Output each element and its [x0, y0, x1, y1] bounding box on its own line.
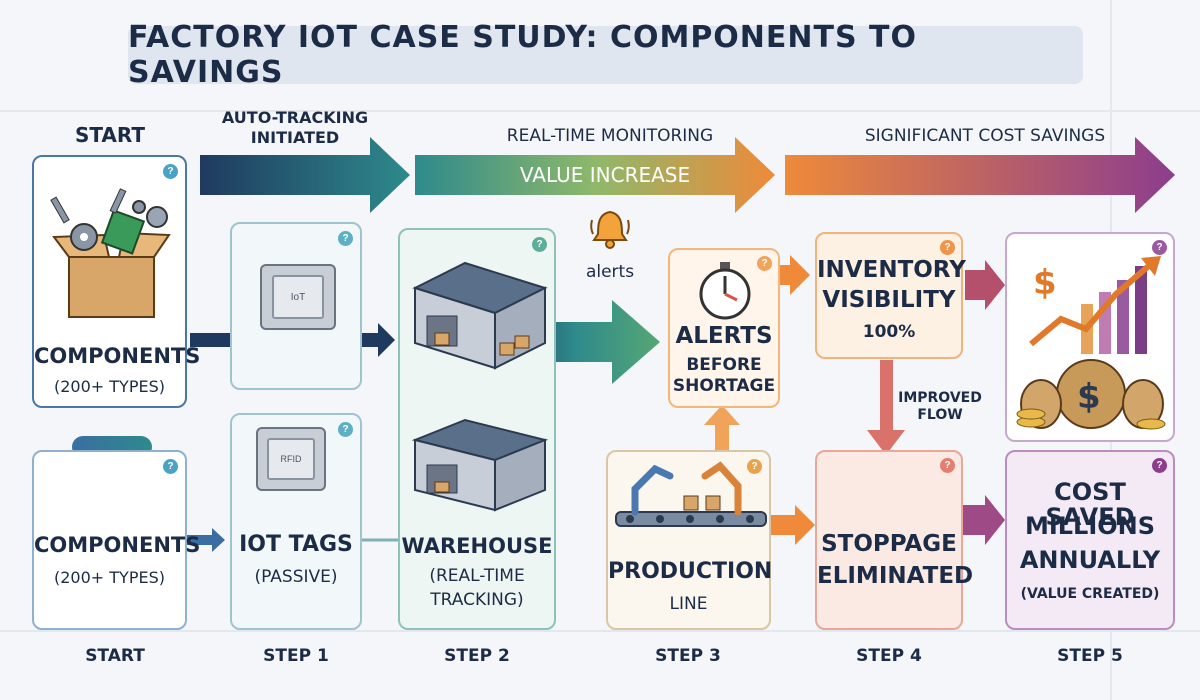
step-label-3: STEP 3 [655, 646, 721, 666]
warehouse-bottom-icon [411, 418, 549, 512]
iot-tags-card: ? RFID IOT TAGS (PASSIVE) [230, 413, 362, 630]
components-top-subtitle: (200+ TYPES) [54, 377, 165, 396]
stopwatch-icon [699, 262, 751, 320]
components-bottom-card: ? COMPONENTS (200+ TYPES) [32, 450, 201, 630]
arrow-production-alerts [704, 405, 740, 450]
components-top-card: ? COMPONENTS (200+ TYPES) [32, 155, 201, 408]
alerts-line3: SHORTAGE [672, 376, 776, 396]
components-bottom-subtitle: (200+ TYPES) [54, 568, 165, 587]
arrow-real-time [415, 137, 775, 213]
start-header-label: START [74, 123, 146, 147]
stoppage-line2: ELIMINATED [817, 563, 974, 589]
cost-line1: COST SAVED [1045, 478, 1135, 532]
step-label-1: STEP 1 [263, 646, 329, 666]
alerts-card: ? ALERTS BEFORE SHORTAGE [668, 248, 780, 408]
step-label-5: STEP 5 [1057, 646, 1123, 666]
rfid-tag-icon: IoT [260, 264, 336, 330]
auto-tracking-line1: AUTO-TRACKING [221, 108, 369, 127]
real-time-monitoring-label: REAL-TIME MONITORING [506, 126, 714, 146]
cost-saved-card: ? COST SAVED MILLIONS ANNUALLY (VALUE CR… [1005, 450, 1175, 630]
iot-tags-subtitle: (PASSIVE) [254, 567, 338, 587]
step-label-4: STEP 4 [856, 646, 922, 666]
arrow-production-stoppage [770, 505, 815, 545]
warehouse-subtitle-2: TRACKING) [430, 590, 524, 610]
tag-chip-label: IoT [272, 275, 324, 319]
rfid-tag-icon: RFID [256, 427, 326, 491]
inventory-visibility-card: ? INVENTORY VISIBILITY 100% [815, 232, 966, 359]
auto-tracking-line2: INITIATED [250, 128, 340, 147]
arrow-inventory-savings [965, 260, 1005, 310]
components-top-title: COMPONENTS [34, 344, 201, 368]
bell-icon [590, 210, 630, 249]
help-icon[interactable]: ? [163, 164, 178, 179]
money-growth-icon: $ $ [1016, 256, 1166, 430]
arrow-cost-savings [785, 137, 1175, 213]
help-icon[interactable]: ? [338, 231, 353, 246]
help-icon[interactable]: ? [1152, 240, 1167, 255]
cost-subtitle: (VALUE CREATED) [1020, 586, 1160, 602]
arrow-inventory-stoppage [867, 360, 905, 455]
arrow-warehouse-alerts [490, 300, 660, 384]
production-subtitle: LINE [669, 594, 708, 614]
warehouse-top-icon [412, 261, 548, 370]
cost-line3: ANNUALLY [1019, 546, 1161, 574]
help-icon[interactable]: ? [940, 240, 955, 255]
components-box-icon [50, 188, 171, 318]
savings-graphic-card: ? $ $ [1005, 232, 1175, 442]
help-icon[interactable]: ? [163, 459, 178, 474]
help-icon[interactable]: ? [1152, 458, 1167, 473]
help-icon[interactable]: ? [757, 256, 772, 271]
robot-arm-icon [615, 461, 767, 527]
svg-text:$: $ [1033, 263, 1057, 303]
iot-tags-title: IOT TAGS [239, 532, 353, 557]
help-icon[interactable]: ? [747, 459, 762, 474]
cost-line2: MILLIONS [1024, 512, 1156, 540]
warehouse-title: WAREHOUSE [401, 534, 553, 558]
production-line-card: ? PRODUCTION LINE [606, 450, 773, 630]
improved-flow-line1: IMPROVED [898, 390, 982, 406]
significant-cost-savings-label: SIGNIFICANT COST SAVINGS [864, 126, 1106, 146]
arrow-stoppage-cost [960, 495, 1005, 545]
stoppage-line1: STOPPAGE [821, 531, 957, 557]
help-icon[interactable]: ? [532, 237, 547, 252]
inventory-value: 100% [862, 322, 916, 342]
iot-tag-top-card: ? IoT [230, 222, 362, 390]
improved-flow-label: IMPROVED FLOW [895, 390, 985, 424]
step-label-start: START [85, 646, 145, 666]
bell-alerts-label: alerts [585, 262, 635, 282]
alerts-title: ALERTS [675, 323, 773, 349]
alerts-line2: BEFORE [686, 355, 762, 375]
arrow-start-iot [187, 528, 225, 552]
production-title: PRODUCTION [608, 559, 773, 584]
background-line [0, 110, 1200, 112]
components-bottom-title: COMPONENTS [34, 533, 201, 557]
svg-text:$: $ [1077, 377, 1101, 417]
warehouse-subtitle-1: (REAL-TIME [429, 566, 525, 586]
stoppage-card: ? STOPPAGE ELIMINATED [815, 450, 974, 630]
warehouse-card: ? WAREHOUSE (REAL-TIME TRACKING) [398, 228, 556, 630]
help-icon[interactable]: ? [338, 422, 353, 437]
arrow-auto-tracking [200, 137, 410, 213]
improved-flow-line2: FLOW [917, 406, 963, 423]
value-increase-label: VALUE INCREASE [519, 163, 691, 187]
help-icon[interactable]: ? [940, 458, 955, 473]
background-line [0, 630, 1200, 632]
inventory-line1: INVENTORY [817, 257, 966, 283]
tag-chip-label: RFID [267, 438, 315, 480]
auto-tracking-label: AUTO-TRACKING INITIATED [195, 108, 395, 148]
step-label-2: STEP 2 [444, 646, 510, 666]
inventory-line2: VISIBILITY [822, 287, 956, 313]
